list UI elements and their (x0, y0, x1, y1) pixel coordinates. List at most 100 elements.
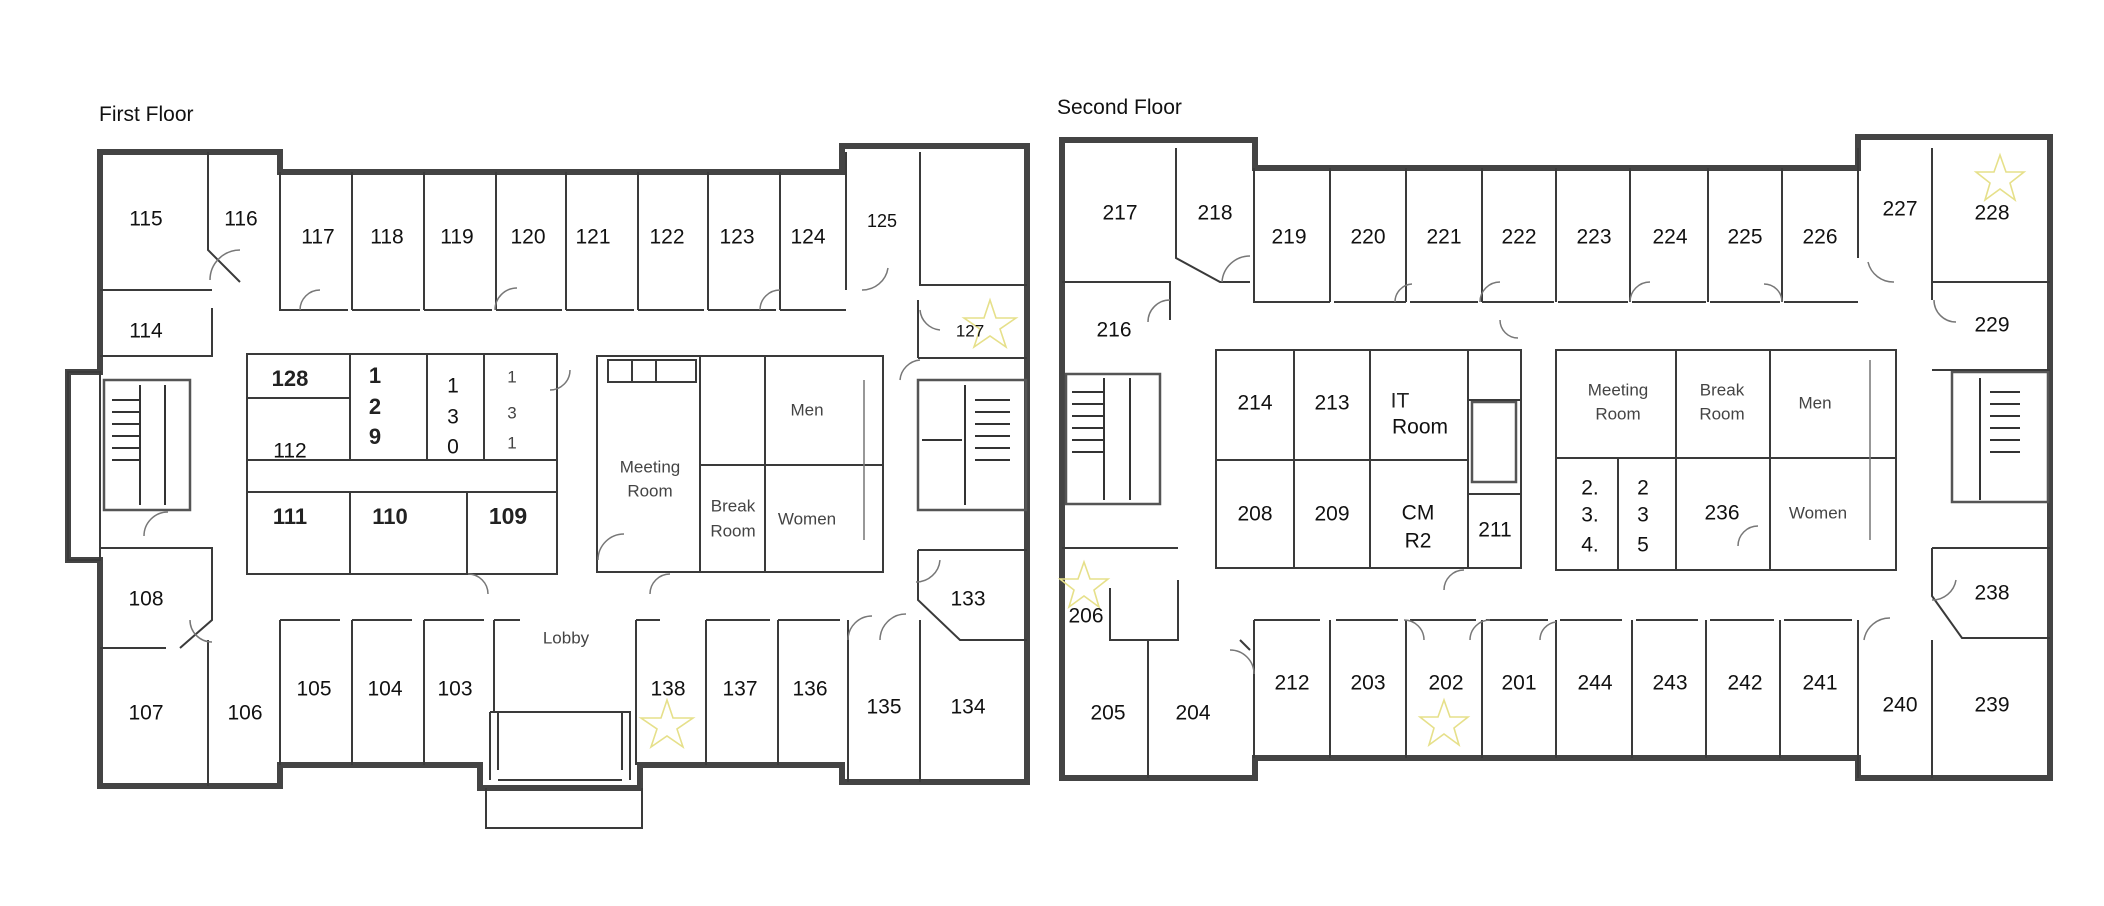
second-floor-star-202 (1417, 697, 1471, 748)
first-floor-north-rooms (100, 152, 1027, 359)
room-label: 107 (128, 702, 163, 725)
room-label: 3 (1637, 504, 1649, 527)
room-label: 212 (1274, 672, 1309, 695)
room-label: 3. (1581, 504, 1599, 527)
room-label: 220 (1350, 226, 1385, 249)
first-floor-star-127 (961, 297, 1019, 350)
room-label: 9 (369, 424, 381, 449)
room-label: 120 (510, 226, 545, 249)
room-label: 103 (437, 678, 472, 701)
room-label: 242 (1727, 672, 1762, 695)
room-label: Meeting (1588, 380, 1648, 399)
room-label: Break (711, 496, 756, 515)
room-label: 5 (1637, 534, 1649, 557)
room-label: 208 (1237, 503, 1272, 526)
room-label: Room (1392, 416, 1448, 439)
room-label: 216 (1096, 319, 1131, 342)
room-label: Room (710, 521, 755, 540)
room-label: 104 (367, 678, 402, 701)
room-label: 125 (867, 211, 897, 231)
room-label: 244 (1577, 672, 1612, 695)
room-label: 222 (1501, 226, 1536, 249)
first-floor-east-stair (916, 378, 1028, 512)
room-label: 236 (1704, 502, 1739, 525)
room-label: 111 (273, 504, 307, 529)
room-label: 205 (1090, 702, 1125, 725)
room-label: 204 (1175, 702, 1210, 725)
second-floor: Second Floor (1057, 96, 2053, 781)
room-label: 121 (575, 226, 610, 249)
first-floor-entry-porch (485, 788, 643, 829)
room-label: 127 (956, 321, 984, 340)
second-floor-doors (1147, 255, 1957, 675)
room-label: 3 (507, 403, 516, 422)
room-label: 136 (792, 678, 827, 701)
room-label: 3 (447, 406, 459, 429)
room-label: 112 (273, 440, 306, 463)
second-floor-north-rooms (1062, 148, 2050, 371)
room-label: 110 (372, 504, 408, 529)
second-floor-west-stair (1064, 372, 1162, 506)
room-label: 213 (1314, 392, 1349, 415)
first-floor-east-stair-treads (922, 385, 1010, 505)
room-label: Room (1595, 404, 1640, 423)
room-label: Room (1699, 404, 1744, 423)
room-label: 238 (1974, 582, 2009, 605)
room-label: 4. (1581, 534, 1599, 557)
second-floor-star-228 (1973, 152, 2027, 203)
room-label: 1 (507, 367, 516, 386)
room-label: IT (1391, 390, 1410, 413)
room-label: 211 (1478, 519, 1511, 542)
first-floor-doors (143, 249, 941, 643)
room-label: 229 (1974, 314, 2009, 337)
room-label: 2 (369, 394, 381, 419)
room-label: Room (627, 481, 672, 500)
room-label: 240 (1882, 694, 1917, 717)
first-floor: First Floor (65, 103, 1030, 829)
room-label: 226 (1802, 226, 1837, 249)
room-label: 138 (650, 678, 685, 701)
room-label: 124 (790, 226, 825, 249)
room-label: 119 (440, 226, 473, 249)
room-label: 227 (1882, 198, 1917, 221)
room-label: 203 (1350, 672, 1385, 695)
room-label: 206 (1068, 605, 1103, 628)
second-floor-core-east (1555, 349, 1897, 571)
second-floor-east-stair-treads (1979, 378, 2020, 500)
first-floor-west-stair (102, 378, 192, 512)
first-floor-west-annex (67, 371, 101, 561)
room-label: 118 (370, 226, 403, 249)
second-floor-star-206 (1057, 559, 1111, 610)
room-label: Break (1700, 380, 1745, 399)
room-label: 108 (128, 588, 163, 611)
room-label: 223 (1576, 226, 1611, 249)
room-label: 243 (1652, 672, 1687, 695)
first-floor-west-stair-treads (112, 385, 166, 505)
second-floor-title: Second Floor (1057, 96, 1182, 119)
first-floor-south-rooms (100, 547, 1027, 786)
room-label: 123 (719, 226, 754, 249)
room-label: 225 (1727, 226, 1762, 249)
room-label: 109 (489, 503, 527, 529)
room-label: Men (1798, 393, 1831, 412)
first-floor-star-138 (638, 697, 696, 750)
room-label: 137 (722, 678, 757, 701)
room-label: 218 (1197, 202, 1232, 225)
room-label: 239 (1974, 694, 2009, 717)
room-label: 1 (369, 363, 381, 388)
room-label: Lobby (543, 628, 590, 647)
room-label: 128 (272, 366, 309, 391)
room-label: Meeting (620, 457, 680, 476)
first-floor-vestibule (489, 711, 631, 781)
room-label: 228 (1974, 202, 2009, 225)
room-label: 224 (1652, 226, 1687, 249)
room-label: 134 (950, 696, 985, 719)
room-label: 1 (447, 375, 459, 398)
room-label: 2 (1637, 477, 1649, 500)
room-label: 1 (507, 433, 516, 452)
room-label: 209 (1314, 503, 1349, 526)
room-label: 214 (1237, 392, 1272, 415)
room-label: 202 (1428, 672, 1463, 695)
room-label: 114 (129, 320, 163, 343)
